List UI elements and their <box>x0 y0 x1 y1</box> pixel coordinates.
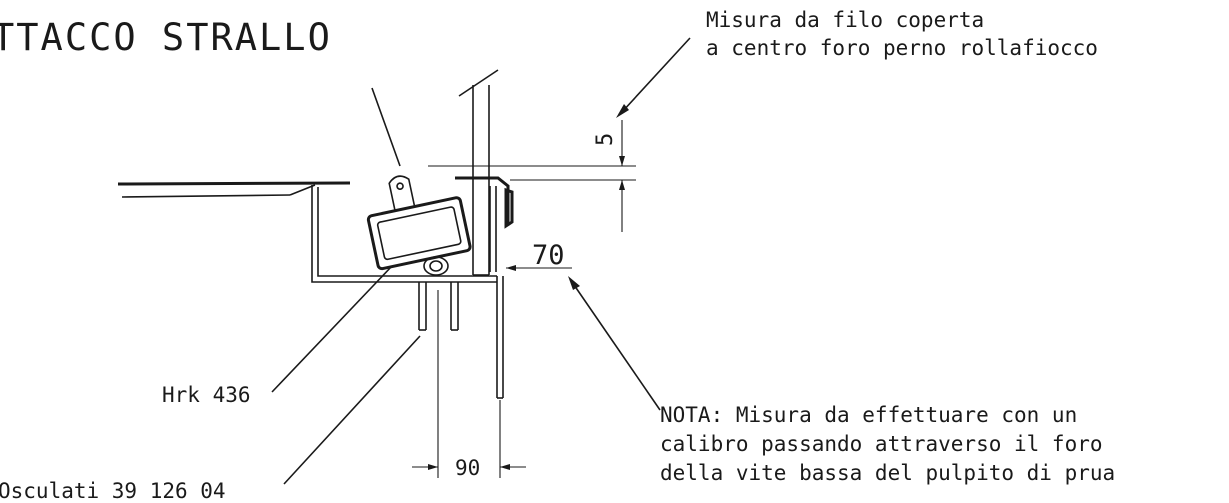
osculati-fitting <box>418 256 459 478</box>
deck-plate <box>117 181 351 198</box>
bottom-note-line-3: della vite bassa del pulpito di prua <box>660 461 1115 485</box>
horizontal-dimension-70: 70 <box>506 240 572 271</box>
dimension-90-label: 90 <box>455 456 480 480</box>
hrk-436-fitting <box>366 175 472 271</box>
label-hrk-436: Hrk 436 <box>162 383 251 407</box>
drawing-title: TTACCO STRALLO <box>0 16 332 59</box>
dimension-5-label: 5 <box>593 133 618 146</box>
top-note-leader <box>616 37 691 118</box>
bottom-note-line-2: calibro passando attraverso il foro <box>660 432 1103 456</box>
vertical-dimension: 5 <box>428 120 636 232</box>
label-osculati: Osculati 39 126 04 <box>0 479 226 503</box>
pulpit-tube <box>458 69 499 276</box>
stay-wire <box>371 87 401 167</box>
bottom-note-line-1: NOTA: Misura da effettuare con un <box>660 403 1077 427</box>
dimension-70-label: 70 <box>532 240 565 271</box>
bow-bracket <box>455 176 514 272</box>
osculati-leader <box>283 335 421 485</box>
top-note-line-1: Misura da filo coperta <box>706 8 984 32</box>
hrk-leader <box>271 265 393 393</box>
top-note-line-2: a centro foro perno rollafiocco <box>706 36 1098 60</box>
horizontal-dimension-90: 90 <box>412 400 526 480</box>
anchor-well-profile <box>311 185 504 399</box>
bottom-note-leader <box>568 276 661 411</box>
